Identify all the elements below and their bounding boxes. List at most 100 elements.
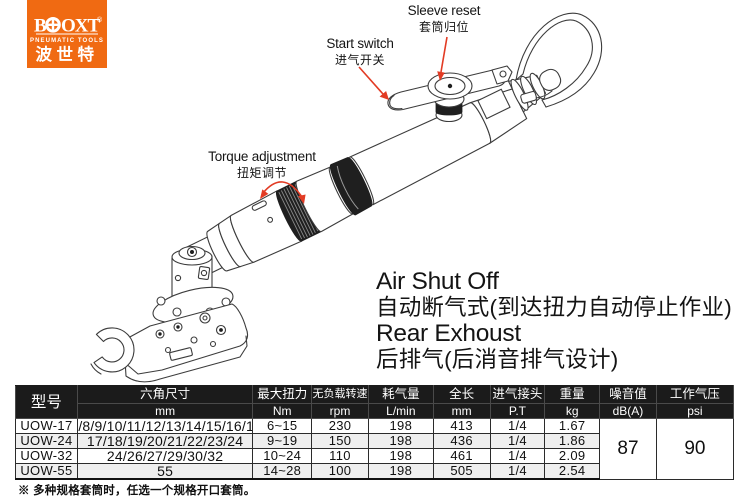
cell-speed: 150 (311, 433, 369, 449)
plate-screw-4-dot (219, 328, 223, 332)
wrench-open-end-thickness (90, 363, 102, 375)
cell-inlet: 1/4 (489, 433, 546, 449)
callout-torque-adjustment: Torque adjustment 扭矩调节 (182, 149, 342, 181)
cell-torque: 10~24 (252, 448, 313, 464)
cell-weight: 2.54 (544, 463, 601, 480)
bail-clip (520, 90, 538, 104)
footnote: ※ 多种规格套筒时，任选一个规格开口套筒。 (18, 485, 256, 497)
tool-head (90, 245, 249, 383)
sleeve-reset-label-zh: 套筒归位 (418, 20, 469, 34)
feature-line1-en: Air Shut Off (376, 268, 499, 295)
tool-white-ring (295, 166, 354, 233)
cell-pressure: 90 (655, 418, 735, 480)
cell-hex: 55 (76, 463, 254, 480)
tool-barrel (349, 102, 492, 206)
start-switch-label-zh: 进气开关 (334, 53, 385, 67)
callout-start-switch: Start switch 进气开关 (280, 36, 440, 68)
start-switch-arrow-head (379, 91, 389, 100)
table-header-row-1: 型号 六角尺寸 最大扭力 无负载转速 耗气量 全长 进气接头 重量 噪音值 工作… (15, 385, 735, 419)
cell-torque: 6~15 (252, 418, 313, 434)
cell-hex: 7/8/9/10/11/12/13/14/15/16/17 (76, 418, 254, 434)
torque-adjustment-label-en: Torque adjustment (208, 149, 316, 164)
logo-chinese-name: 波世特 (36, 44, 99, 64)
header-noise-unit: dB(A) (599, 403, 657, 419)
start-switch-arrow-line (358, 66, 384, 95)
cell-model: UOW-24 (15, 433, 78, 449)
head-side-screw (200, 269, 208, 277)
tool-label-plate (477, 88, 511, 120)
table-row: UOW-32 24/26/27/29/30/32 10~24 110 198 4… (15, 448, 734, 464)
table-row: UOW-17 7/8/9/10/11/12/13/14/15/16/17 6~1… (15, 418, 735, 480)
header-inlet: 进气接头 (489, 385, 546, 404)
flange-bolt-2 (172, 307, 182, 317)
plate-screw-7 (209, 340, 217, 348)
sleeve-reset-label-en: Sleeve reset (407, 3, 481, 18)
header-inlet-unit: P.T (489, 403, 546, 419)
cell-inlet: 1/4 (489, 463, 546, 480)
plate-screw-6 (164, 346, 172, 354)
cell-air: 198 (367, 433, 434, 449)
tool-black-ring (329, 157, 373, 216)
cell-weight: 1.86 (544, 433, 601, 449)
cell-length: 505 (432, 463, 491, 480)
header-pressure: 工作气压 (655, 385, 735, 404)
head-dome-screw-dot (189, 249, 194, 254)
lever-hinge-screw (499, 70, 507, 78)
logo-registered-mark: ® (97, 16, 103, 24)
header-air-unit: L/min (367, 403, 434, 419)
header-noise: 噪音值 (599, 385, 657, 404)
cell-model: UOW-32 (15, 448, 78, 464)
sleeve-reset-button-dot (447, 83, 453, 89)
bail-inner-wire (522, 19, 593, 101)
cell-noise: 87 (599, 418, 657, 480)
logo-subtitle: PNEUMATIC TOOLS (30, 38, 104, 44)
tool-illustration (90, 12, 603, 383)
table-row: UOW-55 55 14~28 100 198 505 1/4 2.54 (15, 463, 734, 480)
feature-line2-en: Rear Exhoust (376, 320, 521, 347)
logo-screw-cross-v (51, 19, 55, 30)
tool-slot-detail (251, 200, 267, 211)
header-length-unit: mm (432, 403, 491, 419)
feature-line1-zh: 自动断气式(到达扭力自动停止作业) (376, 295, 732, 320)
cell-air: 198 (367, 463, 434, 480)
cell-speed: 230 (311, 418, 369, 434)
cell-weight: 2.09 (544, 448, 601, 464)
tool-rear-cap (539, 68, 562, 91)
logo-letters-oxt: OXT (61, 16, 101, 37)
bail-outer-wire (515, 12, 603, 108)
cell-model: UOW-55 (15, 463, 78, 480)
cell-length: 413 (432, 418, 491, 434)
spec-table: 型号 六角尺寸 最大扭力 无负载转速 耗气量 全长 进气接头 重量 噪音值 工作… (15, 385, 735, 480)
table-header-row-2: mm Nm rpm L/min mm P.T kg dB(A) psi (16, 403, 735, 419)
header-torque: 最大扭力 (252, 385, 313, 404)
cell-hex: 17/18/19/20/21/22/23/24 (76, 433, 254, 449)
callout-arrows (260, 36, 448, 204)
tool-lever-group (387, 65, 513, 123)
plate-screw-5 (190, 336, 198, 344)
bail-clip-wire (535, 90, 553, 99)
wrench-plate-thickness (124, 335, 248, 383)
header-speed: 无负载转速 (311, 385, 369, 404)
plate-screw-3-dot (202, 315, 208, 321)
cell-inlet: 1/4 (489, 418, 546, 434)
header-model: 型号 (15, 385, 78, 419)
cell-length: 461 (432, 448, 491, 464)
cell-weight: 1.67 (544, 418, 601, 434)
flange-bolt-1 (156, 296, 166, 306)
cell-speed: 110 (311, 448, 369, 464)
cell-air: 198 (367, 448, 434, 464)
tool-dot-detail (267, 216, 274, 223)
torque-arrow-curve (262, 181, 303, 198)
header-hex: 六角尺寸 (76, 385, 254, 404)
sleeve-reset-arrow-head (437, 71, 445, 81)
wrench-plate (123, 303, 249, 375)
torque-arrow-head-right (298, 194, 306, 204)
cell-speed: 100 (311, 463, 369, 480)
callout-sleeve-reset: Sleeve reset 套筒归位 (364, 3, 524, 35)
cell-torque: 9~19 (252, 433, 313, 449)
cell-air: 198 (367, 418, 434, 434)
header-torque-unit: Nm (252, 403, 313, 419)
cell-hex: 24/26/27/29/30/32 (76, 448, 254, 464)
head-block-dot (174, 274, 182, 282)
start-lever-tip-edge (389, 94, 403, 110)
